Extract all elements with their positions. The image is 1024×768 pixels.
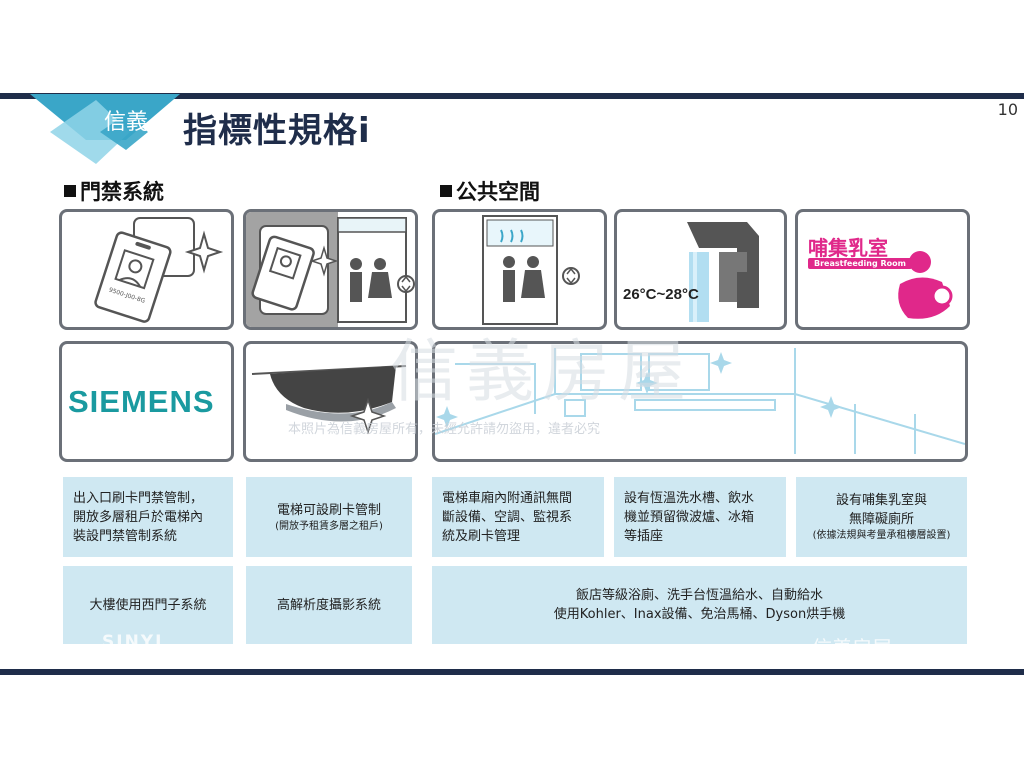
siemens-logo: SIEMENS	[68, 384, 215, 419]
tile-security-camera	[243, 341, 418, 462]
mother-baby-icon	[898, 251, 953, 319]
bullet-square-icon	[440, 185, 452, 197]
tile-breastfeeding-room: 哺集乳室 Breastfeeding Room	[795, 209, 970, 330]
tile-elevator-interior	[432, 209, 607, 330]
tile-siemens: SIEMENS	[59, 341, 234, 462]
restroom-illustration-icon	[435, 348, 965, 454]
caption-restroom: 飯店等級浴廁、洗手台恆溫給水、自動給水 使用Kohler、Inax設備、免治馬桶…	[432, 566, 967, 644]
watermark-bottom-en: SINYI	[102, 632, 164, 652]
tile-water-temperature: 26°C~28°C	[614, 209, 787, 330]
faucet-icon	[687, 222, 759, 322]
breastfeeding-room-subtitle: Breastfeeding Room	[808, 258, 912, 269]
top-divider-bar	[0, 93, 1024, 99]
caption-water-facilities: 設有恆溫洗水槽、飲水 機並預留微波爐、冰箱 等插座	[614, 477, 786, 557]
watermark-bottom-cn: 信義房屋	[812, 636, 892, 660]
caption-elevator-card: 電梯可設刷卡管制 (開放予租賃多層之租戶)	[246, 477, 412, 557]
tile-restroom	[432, 341, 968, 462]
caption-siemens-system: 大樓使用西門子系統	[63, 566, 233, 644]
tile-elevator-card	[243, 209, 418, 330]
caption-camera-system: 高解析度攝影系統	[246, 566, 412, 644]
bottom-divider-bar	[0, 669, 1024, 675]
access-card-icon: 9500-J00-8G	[94, 217, 224, 323]
section-access-control: 門禁系統	[64, 176, 164, 206]
caption-elevator-interior: 電梯車廂內附通訊無間 斷設備、空調、監視系 統及刷卡管理	[432, 477, 604, 557]
bullet-square-icon	[64, 185, 76, 197]
elevator-icon	[482, 215, 580, 325]
section-public-space: 公共空間	[440, 176, 540, 206]
brand-mark: 信義	[104, 110, 149, 135]
watermark-notice: 本照片為信義房屋所有，未經允許請勿盜用，違者必究	[288, 422, 601, 437]
caption-breastfeeding-room: 設有哺集乳室與 無障礙廁所 (依據法規與考量承租樓層設置)	[796, 477, 967, 557]
watermark-main: 信義房屋	[390, 333, 695, 412]
page-number: 10	[997, 100, 1018, 119]
header-diamond-logo	[30, 94, 180, 164]
tile-access-card: 9500-J00-8G	[59, 209, 234, 330]
elevator-card-icon	[246, 212, 415, 327]
security-camera-icon	[251, 365, 407, 435]
caption-access-control: 出入口刷卡門禁管制， 開放多層租戶於電梯內 裝設門禁管制系統	[63, 477, 233, 557]
breastfeeding-room-title: 哺集乳室	[808, 236, 888, 260]
page-title: 指標性規格i	[183, 111, 371, 151]
water-temperature-label: 26°C~28°C	[623, 286, 699, 303]
